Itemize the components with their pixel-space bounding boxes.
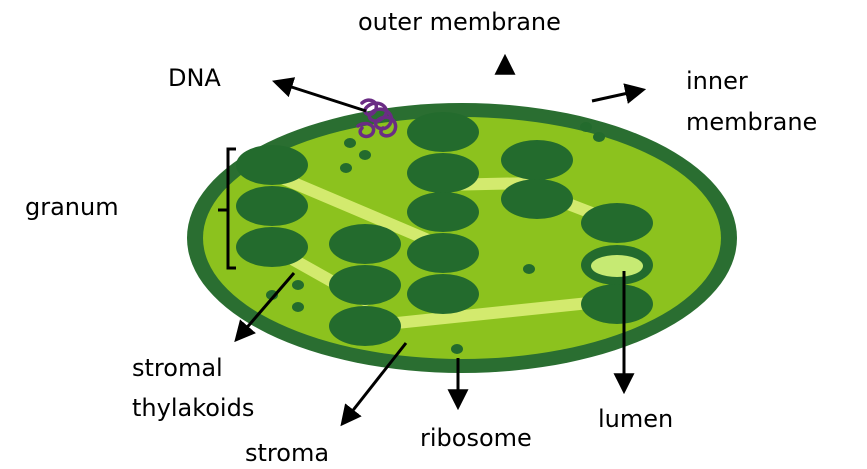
thylakoid [236, 227, 308, 267]
thylakoid [407, 112, 479, 152]
thylakoid [501, 179, 573, 219]
label-lumen: lumen [598, 405, 673, 433]
lumen-space [591, 255, 643, 277]
ribosome-dot [523, 264, 535, 274]
thylakoid [407, 274, 479, 314]
ribosome-dot [292, 280, 304, 290]
ribosome-dot [340, 163, 352, 173]
granum-stack-2 [329, 224, 401, 346]
thylakoid [407, 153, 479, 193]
label-stromal-thylakoids-line2: thylakoids [132, 394, 254, 422]
ribosome-dot [344, 138, 356, 148]
ribosome-dot [580, 122, 592, 132]
thylakoid [581, 284, 653, 324]
label-ribosome: ribosome [420, 424, 532, 452]
ribosome-dot [451, 344, 463, 354]
label-stroma: stroma [245, 439, 329, 467]
granum-stack-1 [236, 145, 308, 267]
inner-membrane-arrow [592, 90, 642, 101]
thylakoid [329, 224, 401, 264]
dna-arrow [276, 82, 366, 111]
ribosome-dot [359, 150, 371, 160]
ribosome-dot [292, 302, 304, 312]
thylakoid [407, 233, 479, 273]
thylakoid [407, 192, 479, 232]
label-inner-membrane-line1: inner [686, 67, 748, 95]
ribosome-dot [593, 132, 605, 142]
thylakoid [236, 186, 308, 226]
label-outer-membrane: outer membrane [358, 8, 561, 36]
label-dna: DNA [168, 64, 221, 92]
label-stromal-thylakoids-line1: stromal [132, 354, 223, 382]
granum-stack-5 [581, 203, 653, 324]
thylakoid [236, 145, 308, 185]
label-granum: granum [25, 193, 119, 221]
granum-stack-3 [407, 112, 479, 314]
label-inner-membrane-line2: membrane [686, 108, 817, 136]
thylakoid [581, 203, 653, 243]
thylakoid [329, 306, 401, 346]
thylakoid [501, 140, 573, 180]
thylakoid [329, 265, 401, 305]
